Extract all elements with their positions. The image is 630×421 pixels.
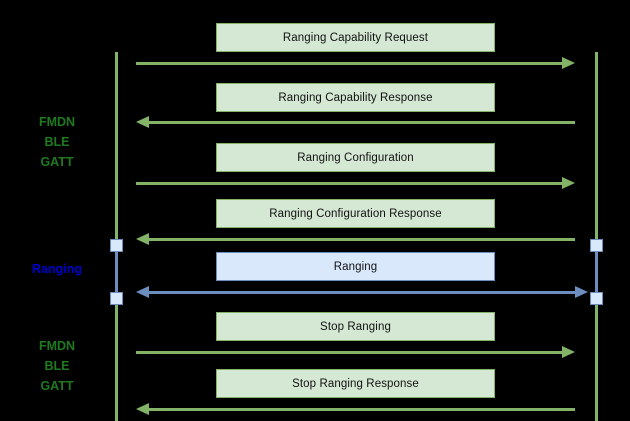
arrowhead-right-icon (562, 57, 575, 69)
message-arrow-stop-ranging[interactable] (136, 346, 575, 358)
left-lifeline-upper (115, 52, 118, 245)
phase-label-ranging: Ranging (32, 262, 82, 276)
right-lifeline-activation-segment (595, 245, 598, 298)
right-lifeline-upper (595, 52, 598, 245)
activation-handle-left-start[interactable] (110, 239, 123, 252)
message-box-stop-ranging[interactable]: Stop Ranging (216, 312, 495, 341)
message-box-ranging[interactable]: Ranging (216, 252, 495, 281)
arrowhead-left-icon (136, 403, 149, 415)
message-arrow-stop-ranging-response[interactable] (136, 403, 575, 415)
message-box-ranging-capability-request[interactable]: Ranging Capability Request (216, 23, 495, 52)
message-arrow-ranging-configuration-response[interactable] (136, 233, 575, 245)
phase-label-fmdn-ble-gatt-top: FMDN BLE GATT (38, 115, 76, 169)
arrowhead-left-icon (136, 233, 149, 245)
arrowhead-left-icon (136, 286, 149, 298)
activation-handle-left-end[interactable] (110, 292, 123, 305)
phase-label-fmdn-ble-gatt-bottom: FMDN BLE GATT (38, 339, 76, 393)
arrowhead-left-icon (136, 116, 149, 128)
message-arrow-ranging-configuration[interactable] (136, 177, 575, 189)
activation-handle-right-start[interactable] (590, 239, 603, 252)
message-arrow-ranging-capability-response[interactable] (136, 116, 575, 128)
message-arrow-ranging[interactable] (136, 286, 588, 298)
message-box-ranging-configuration[interactable]: Ranging Configuration (216, 143, 495, 172)
arrowhead-right-icon (575, 286, 588, 298)
right-lifeline-lower (595, 296, 598, 421)
message-box-stop-ranging-response[interactable]: Stop Ranging Response (216, 369, 495, 398)
message-box-ranging-configuration-response[interactable]: Ranging Configuration Response (216, 199, 495, 228)
activation-handle-right-end[interactable] (590, 292, 603, 305)
arrowhead-right-icon (562, 346, 575, 358)
message-arrow-ranging-capability-request[interactable] (136, 57, 575, 69)
left-lifeline-activation-segment (115, 245, 118, 298)
message-box-ranging-capability-response[interactable]: Ranging Capability Response (216, 83, 495, 112)
arrowhead-right-icon (562, 177, 575, 189)
left-lifeline-lower (115, 296, 118, 421)
